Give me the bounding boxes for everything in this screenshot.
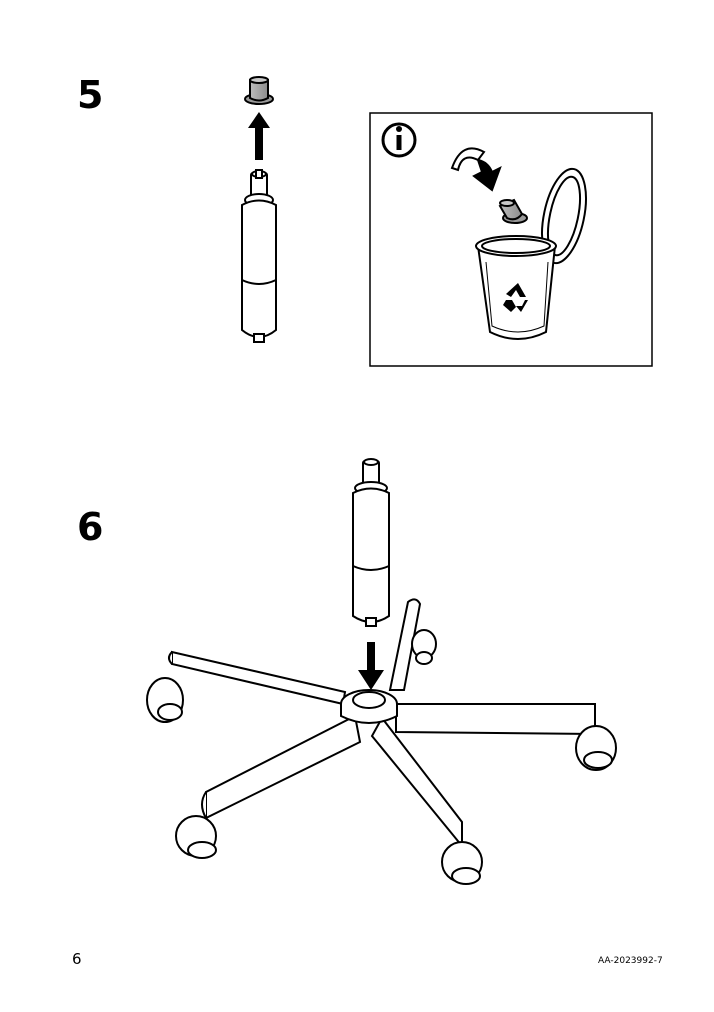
step-5-number: 5: [77, 73, 104, 117]
protective-cap: [244, 76, 274, 105]
recycle-icon: [503, 283, 528, 312]
up-arrow-icon: [248, 112, 270, 160]
chair-base: [146, 598, 617, 885]
document-code: AA-2023992-7: [598, 956, 663, 966]
gas-lift-cylinder-2: [352, 458, 390, 627]
info-icon: [381, 122, 417, 158]
step-6-illustration: [146, 458, 617, 885]
discarded-cap: [498, 198, 528, 224]
page-number: 6: [72, 950, 82, 968]
down-arrow-icon: [358, 642, 384, 690]
info-box: [369, 112, 653, 367]
step-6-number: 6: [77, 505, 104, 549]
recycling-bin: [475, 167, 587, 340]
throw-arrow-icon: [450, 147, 502, 192]
step-5-illustration: [241, 76, 277, 343]
gas-lift-cylinder: [241, 169, 277, 343]
